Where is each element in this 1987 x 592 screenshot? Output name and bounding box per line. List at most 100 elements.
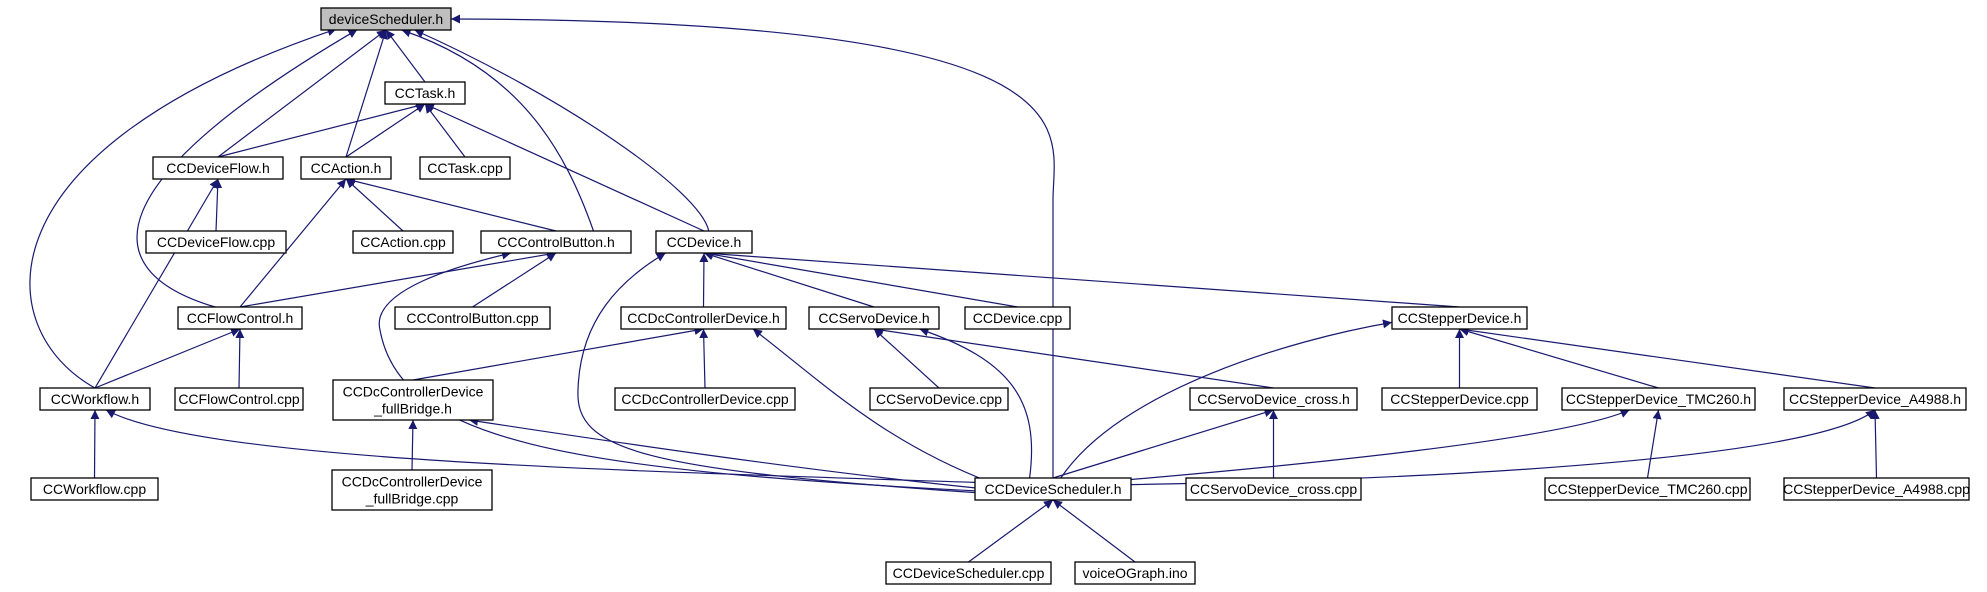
graph-node[interactable]: CCWorkflow.cpp [30,477,159,501]
node-box [1074,561,1196,585]
graph-node[interactable]: CCServoDevice_cross.h [1189,387,1358,411]
node-box [1381,387,1538,411]
node-label: CCStepperDevice_A4988.cpp [1783,481,1970,497]
graph-node[interactable]: CCDevice.cpp [964,306,1071,330]
node-label: CCDevice.h [667,234,742,250]
node-label: CCFlowControl.cpp [178,391,300,407]
node-box [1561,387,1756,411]
edge-n29-to-n23 [1870,409,1880,479]
graph-node[interactable]: CCDeviceScheduler.h [974,477,1132,501]
node-label: CCStepperDevice.cpp [1390,391,1529,407]
graph-node[interactable]: CCStepperDevice_A4988.h [1783,387,1967,411]
node-box [177,306,303,330]
edge-n9-to-n0 [136,29,358,308]
node-label: CCAction.cpp [360,234,446,250]
edge-n22-to-n14 [1459,327,1659,389]
graph-node[interactable]: CCStepperDevice_TMC260.cpp [1544,477,1751,501]
edge-n19-to-n12 [873,328,940,389]
graph-node[interactable]: CCFlowControl.h [177,306,303,330]
edge-n23-to-n14 [1459,325,1876,389]
node-box [419,156,511,180]
node-box [1783,477,1970,501]
edge-n26-to-n15 [105,409,976,483]
node-box [39,387,151,411]
graph-node[interactable]: CCAction.h [300,156,392,180]
edge-n2-to-n1 [217,101,426,158]
graph-node[interactable]: CCServoDevice.h [808,306,940,330]
graph-node[interactable]: CCDeviceFlow.cpp [145,230,287,254]
node-label: CCDcControllerDevice.cpp [621,391,788,407]
edge-n9-to-n7 [239,250,557,308]
node-label: CCWorkflow.cpp [43,481,146,497]
node-label: CCFlowControl.h [187,310,294,326]
node-box [964,306,1071,330]
edge-n14-to-n8 [703,249,1460,308]
node-box [1391,306,1528,330]
edge-n26-to-n23 [1130,409,1876,486]
node-box [320,7,452,31]
edge-n15-to-n0 [29,27,337,389]
node-label: CCServoDevice_cross.cpp [1190,481,1357,497]
graph-node[interactable]: CCFlowControl.cpp [174,387,304,411]
node-label-line: CCDcControllerDevice [342,474,483,490]
graph-node[interactable]: CCStepperDevice_A4988.cpp [1783,477,1970,501]
graph-node[interactable]: CCDcControllerDevice_fullBridge.cpp [331,469,493,511]
graph-node[interactable]: voiceOGraph.ino [1074,561,1196,585]
node-label: CCAction.h [311,160,382,176]
node-box [480,230,632,254]
edge-n3-to-n0 [345,29,388,158]
node-box [152,156,284,180]
node-label: CCDevice.cpp [973,310,1063,326]
node-box [384,81,466,105]
graph-node[interactable]: CCWorkflow.h [39,387,151,411]
node-label: CCDcControllerDevice_fullBridge.h [343,384,484,417]
edge-n17-to-n11 [412,326,704,381]
edge-n8-to-n1 [424,103,705,232]
edge-n18-to-n11 [699,328,709,389]
node-label: CCStepperDevice.h [1398,310,1522,326]
graph-node[interactable]: CCServoDevice.cpp [869,387,1009,411]
graph-node[interactable]: CCServoDevice_cross.cpp [1185,477,1362,501]
edge-n26-to-n11 [752,328,991,483]
edge-n13-to-n8 [703,250,1018,308]
edge-n5-to-n2 [213,178,223,232]
graph-node[interactable]: CCDcControllerDevice_fullBridge.h [332,379,494,421]
graph-node[interactable]: CCControlButton.cpp [394,306,551,330]
edge-n26-to-n17 [468,416,976,489]
edge-n2-to-n0 [217,29,387,158]
graph-node[interactable]: CCControlButton.h [480,230,632,254]
node-label-line: _fullBridge.h [373,401,452,417]
edge-n26-to-n22 [1123,409,1630,481]
node-label: CCDcControllerDevice_fullBridge.cpp [342,474,483,507]
node-label: CCDcControllerDevice.h [627,310,780,326]
node-box [1185,477,1362,501]
edge-n15-to-n9 [94,328,241,389]
graph-node[interactable]: CCTask.h [384,81,466,105]
edge-n26-to-n7 [378,250,983,492]
edge-n31-to-n26 [1052,499,1136,563]
node-label: CCDeviceFlow.h [166,160,269,176]
graph-node[interactable]: CCStepperDevice.h [1391,306,1528,330]
graph-node[interactable]: CCDevice.h [655,230,753,254]
node-box [1544,477,1751,501]
node-label: CCTask.cpp [427,160,503,176]
edge-n26-to-n14 [1060,319,1393,479]
node-label: voiceOGraph.ino [1082,565,1187,581]
edge-n9-to-n3 [239,178,347,308]
node-box [974,477,1132,501]
graph-node[interactable]: CCDcControllerDevice.h [620,306,787,330]
node-box [808,306,940,330]
graph-node[interactable]: CCTask.cpp [419,156,511,180]
graph-node[interactable]: CCDcControllerDevice.cpp [614,387,796,411]
node-box [885,561,1052,585]
graph-node[interactable]: CCDeviceFlow.h [152,156,284,180]
graph-node[interactable]: CCDeviceScheduler.cpp [885,561,1052,585]
graph-node[interactable]: deviceScheduler.h [320,7,452,31]
graph-node[interactable]: CCAction.cpp [352,230,454,254]
graph-node[interactable]: CCStepperDevice.cpp [1381,387,1538,411]
graph-node[interactable]: CCStepperDevice_TMC260.h [1561,387,1756,411]
edge-n12-to-n8 [703,251,875,308]
edge-n15-to-n2 [94,178,219,389]
